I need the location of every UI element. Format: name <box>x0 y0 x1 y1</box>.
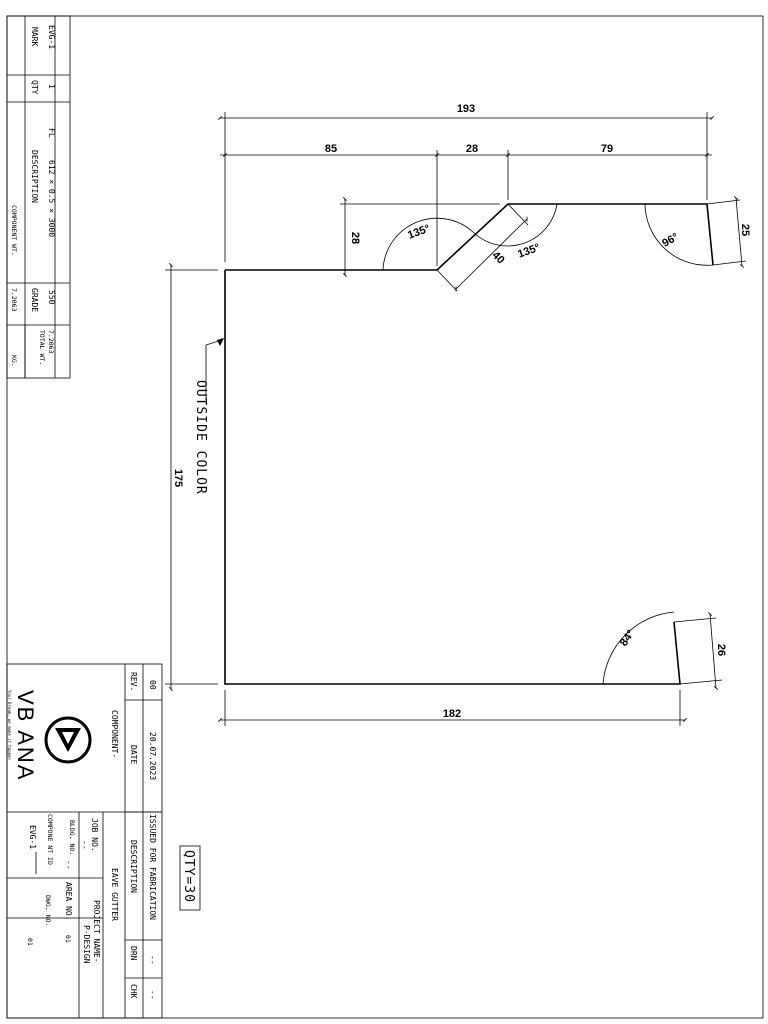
dim-bottom-width: 182 <box>443 708 461 720</box>
sheet-border <box>6 15 764 1019</box>
description-value: 612 × 0.5 × 3000 <box>47 160 56 237</box>
company-logo-icon <box>44 716 92 764</box>
wt-value: 7.2063 <box>10 288 18 312</box>
bldg-label: BLDG. NO. <box>68 820 76 855</box>
dim-seg-left: 85 <box>325 143 337 155</box>
project-label: PROJECT NAME- <box>92 900 101 963</box>
title-block: VB ANA Your Dream, we make it happen 00 … <box>6 663 163 1019</box>
description-prefix: FL <box>47 128 56 138</box>
drn-value: -- <box>148 955 157 965</box>
grade-label: GRADE <box>30 288 39 312</box>
dim-step-height: 28 <box>349 232 361 244</box>
chk-value: -- <box>148 990 157 1000</box>
compid-value: EVG-1 <box>28 825 37 849</box>
chk-label: CHK <box>129 984 138 999</box>
mark-value: EVG-1 <box>47 25 56 49</box>
outside-color-callout: OUTSIDE COLOR <box>193 338 224 495</box>
parts-table: EVG-1 MARK 1 QTY FL 612 × 0.5 × 3000 DES… <box>6 15 71 379</box>
rev-label: REV. <box>129 672 138 691</box>
job-label: JOB NO. <box>90 818 99 852</box>
area-value: 01 <box>64 935 72 943</box>
compid-label: COMPONE NT ID <box>46 814 54 865</box>
total-wt-label: TOTAL WT. <box>38 330 46 365</box>
dim-diag-length: 40 <box>490 249 507 266</box>
dim-seg-right: 79 <box>601 143 613 155</box>
logo-tagline: Your Dream, we make it happen <box>7 690 12 760</box>
dwg-label: DWG. NO. <box>44 895 52 926</box>
component-value: EAVE GUTTER <box>110 868 119 921</box>
qty-label: QTY <box>30 80 39 95</box>
kg-label: KG. <box>10 355 18 367</box>
bldg-value: -- <box>64 860 73 870</box>
dimension-lines <box>165 112 747 726</box>
desc-label: DESCRIPTION <box>129 840 138 893</box>
grade-value: 550 <box>47 290 56 305</box>
drn-label: DRN <box>129 946 138 961</box>
mark-label: MARK <box>30 27 39 46</box>
dim-angle-bottom-right: 84° <box>618 628 637 649</box>
qty-box: QTY=30 <box>179 845 201 911</box>
dim-overall-width: 193 <box>457 103 475 115</box>
dim-seg-mid: 28 <box>466 143 478 155</box>
date-value: 20.07.2023 <box>148 732 157 780</box>
qty-value: 1 <box>47 84 56 89</box>
area-label: AREA NO. <box>64 882 73 921</box>
dim-flange-top: 25 <box>739 224 751 236</box>
component-wt-label: COMPONENT WT. <box>10 205 18 256</box>
desc-value: ISSUED FOR FABRICATION <box>148 814 157 920</box>
outside-color-label: OUTSIDE COLOR <box>193 380 208 495</box>
angle-arcs <box>382 203 714 685</box>
job-value: -- <box>80 840 89 850</box>
description-label: DESCRIPTION <box>30 150 39 203</box>
dim-flange-bottom: 26 <box>715 644 727 656</box>
component-label: COMPONENT- <box>110 710 119 758</box>
dwg-value: 01 <box>26 938 34 946</box>
logo-text: VB ANA <box>13 690 38 781</box>
date-label: DATE <box>129 745 138 764</box>
dim-height-left: 175 <box>172 469 184 487</box>
qty-box-label: QTY=30 <box>181 850 196 903</box>
project-value: P-DESIGN <box>82 925 91 964</box>
rev-value: 00 <box>148 680 157 690</box>
total-wt-value: 7.2063 <box>47 330 55 354</box>
